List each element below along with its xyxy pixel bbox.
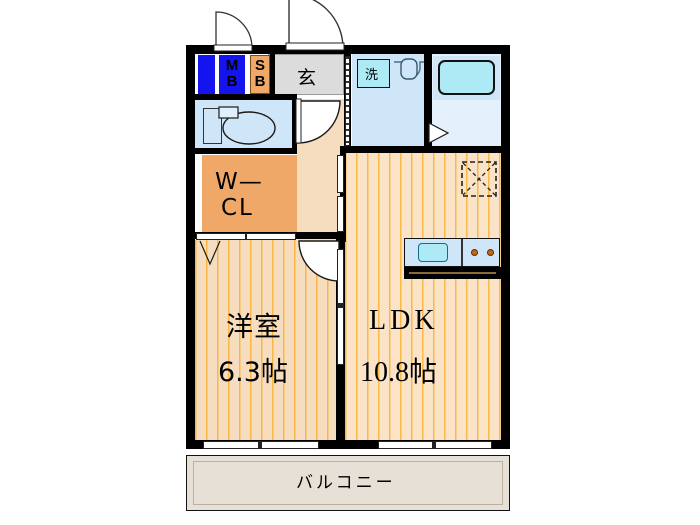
kitchen-counter-divider	[461, 239, 463, 266]
walk-in-closet	[202, 155, 297, 233]
wcl-label-line2: CL	[221, 195, 254, 221]
ldk-size-label: 10.8帖	[360, 357, 438, 388]
bathtub	[438, 60, 495, 95]
bedroom-ldk-sliding-door-lower[interactable]	[337, 307, 344, 365]
ldk-balcony-slider-right[interactable]	[435, 441, 492, 449]
meter-box-label-m: M	[225, 57, 239, 74]
ldk-balcony-slider-jamb	[432, 441, 436, 449]
entrance-door-icon[interactable]	[285, 0, 348, 51]
interior-wall-entry-bottom	[195, 94, 297, 100]
washer-label: 洗	[365, 68, 379, 83]
balcony-inner	[193, 461, 503, 505]
kitchen-sink	[418, 243, 448, 262]
bedroom-floor	[195, 240, 336, 440]
meter-box-left	[198, 55, 215, 94]
bedroom-name-label: 洋室	[226, 312, 282, 343]
hall-partition-lower[interactable]	[337, 196, 344, 232]
meter-box-label-b: B	[226, 73, 238, 90]
toilet-tank	[203, 108, 222, 144]
exterior-wall-right	[501, 45, 510, 449]
toilet-bowl-icon	[218, 106, 276, 145]
interior-wall-washroom-bottom	[340, 146, 501, 153]
washroom-sliding-door[interactable]	[345, 56, 350, 146]
genkan-label: 玄	[297, 67, 317, 89]
shoe-box-label-b: B	[254, 73, 266, 90]
meter-box	[219, 55, 245, 94]
bedroom-door-icon[interactable]	[297, 239, 341, 283]
vanity-sink-icon	[394, 58, 424, 80]
washing-machine-space	[357, 59, 390, 88]
bedroom-balcony-slider-left[interactable]	[203, 441, 261, 449]
kitchen-cabinet-line	[409, 272, 496, 274]
stove-burner-left	[471, 249, 478, 256]
shoe-box	[250, 55, 270, 94]
interior-wall-toilet-bottom	[195, 148, 297, 154]
bedroom-balcony-slider-jamb	[258, 441, 262, 449]
shoe-box-label-s: S	[254, 57, 265, 74]
bedroom-ldk-sliding-door-upper[interactable]	[337, 249, 344, 307]
genkan-entrance	[268, 54, 344, 95]
genkan-hall-door-icon[interactable]	[295, 98, 344, 147]
bedroom-ldk-sliding-door-jamb	[337, 303, 344, 307]
wcl-closet-door-left[interactable]	[196, 233, 246, 240]
ldk-name-label: LDK	[369, 305, 439, 336]
interior-wall-bath-left	[424, 54, 432, 148]
interior-wall-hall-left	[292, 94, 297, 152]
wcl-closet-door-right[interactable]	[246, 233, 296, 240]
bathroom-door-icon	[428, 122, 450, 144]
bedroom-balcony-slider-right[interactable]	[261, 441, 319, 449]
exterior-wall-left	[186, 45, 195, 449]
interior-wall-hall-right	[340, 148, 346, 242]
hall-partition-upper[interactable]	[337, 155, 344, 193]
ldk-floor	[345, 152, 501, 440]
ldk-balcony-slider-left[interactable]	[378, 441, 435, 449]
exterior-wall-bottom	[186, 440, 510, 449]
wcl-label-line1: W—	[215, 169, 263, 195]
ceiling-access-panel-icon	[461, 161, 497, 197]
wcl-closet-open-indicator	[199, 240, 221, 266]
exterior-wall-top	[186, 45, 510, 54]
interior-wall-genkan-left	[270, 54, 275, 95]
stove-burner-right	[487, 249, 494, 256]
balcony-label: バルコニー	[296, 473, 396, 493]
bedroom-size-label: 6.3帖	[218, 357, 288, 388]
meter-box-door-icon[interactable]	[213, 10, 256, 52]
